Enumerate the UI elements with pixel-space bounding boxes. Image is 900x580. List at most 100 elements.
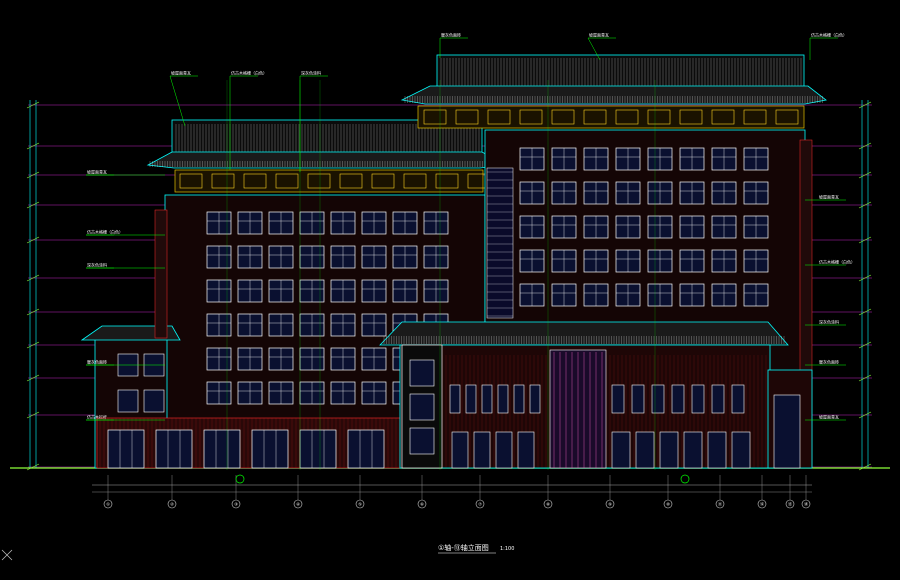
annotation-right-3: 暖灰色面砖 xyxy=(819,359,839,365)
window xyxy=(611,384,625,414)
dimension-tick xyxy=(858,308,872,316)
axis-bubble xyxy=(543,499,553,509)
window xyxy=(691,384,705,414)
shop-door xyxy=(683,431,703,469)
dimension-tick xyxy=(26,201,40,209)
bracket xyxy=(647,109,671,125)
left-elevation-dimensions xyxy=(26,100,40,471)
axis-label: ⑥ xyxy=(420,502,424,507)
dimension-tick xyxy=(26,236,40,244)
window xyxy=(449,384,461,414)
axis-bubble xyxy=(715,499,725,509)
axis-bubble xyxy=(103,499,113,509)
dimension-tick xyxy=(858,463,872,471)
annotation-dark-grey-paint: 深灰色涂料 xyxy=(301,70,321,76)
window xyxy=(631,384,645,414)
bracket xyxy=(711,109,735,125)
axis-bubble xyxy=(167,499,177,509)
drawing-scale: 1:100 xyxy=(500,546,514,552)
shop-door xyxy=(635,431,655,469)
dimension-tick xyxy=(858,236,872,244)
annotation-left-1: 仿古木格栅（白色） xyxy=(87,229,123,235)
bracket xyxy=(179,173,203,189)
axis-label: ⑬ xyxy=(788,501,792,507)
annotation-right-1: 仿古木格栅（白色） xyxy=(819,259,855,265)
bracket xyxy=(423,109,447,125)
dimension-tick xyxy=(26,463,40,471)
window xyxy=(651,384,665,414)
dimension-tick xyxy=(26,101,40,109)
dimension-tick xyxy=(858,411,872,419)
window xyxy=(731,384,745,414)
annotation-right-0: 坡屋面青瓦 xyxy=(819,194,839,200)
right-elevation-dimensions xyxy=(858,100,872,471)
shop-door xyxy=(707,431,727,469)
annotation-roof-tile: 坡屋面青瓦 xyxy=(171,70,191,76)
dimension-tick xyxy=(26,274,40,282)
dimension-tick xyxy=(26,171,40,179)
dimension-tick xyxy=(858,201,872,209)
bracket xyxy=(435,173,459,189)
glass-curtain-wall xyxy=(486,167,514,319)
dimension-tick xyxy=(26,142,40,150)
axis-bubble xyxy=(785,499,795,509)
dimension-tick xyxy=(858,171,872,179)
window xyxy=(143,389,165,413)
right-bracket-band xyxy=(417,105,805,129)
axis-label: ⑨ xyxy=(608,502,612,507)
building-facade xyxy=(10,54,890,469)
annotation-left-2: 深灰色涂料 xyxy=(87,262,107,268)
bracket xyxy=(275,173,299,189)
left-pilaster xyxy=(154,209,168,339)
annotation-timber-grille: 仿古木格栅（白色） xyxy=(231,70,267,76)
dimension-tick xyxy=(858,142,872,150)
corner-mark-icon xyxy=(1,549,13,561)
bracket xyxy=(403,173,427,189)
axis-bubble xyxy=(663,499,673,509)
dimension-tick xyxy=(26,374,40,382)
annotation-facing-brick: 暖灰色面砖 xyxy=(441,32,461,38)
axis-label: ⑤ xyxy=(358,502,362,507)
bracket xyxy=(339,173,363,189)
shop-door xyxy=(659,431,679,469)
axis-bubble xyxy=(231,499,241,509)
drawing-title-block: ①轴-⑬轴立面图 1:100 xyxy=(438,543,514,554)
section-marker-icon xyxy=(680,474,690,484)
axis-bubble xyxy=(605,499,615,509)
bracket xyxy=(743,109,767,125)
bracket xyxy=(551,109,575,125)
left-bracket-band xyxy=(174,169,484,193)
bracket xyxy=(211,173,235,189)
shop-door xyxy=(517,431,535,469)
annotation-right-4: 坡屋面青瓦 xyxy=(819,414,839,420)
window xyxy=(513,384,525,414)
leader-line xyxy=(587,37,601,61)
leader-line xyxy=(169,75,186,127)
annotation-left-3: 暖灰色面砖 xyxy=(87,359,107,365)
shop-door xyxy=(347,429,385,469)
shop-door xyxy=(473,431,491,469)
annotation-right-2: 深灰色涂料 xyxy=(819,319,839,325)
axis-label: ⑦ xyxy=(478,502,482,507)
axis-bubble xyxy=(417,499,427,509)
window xyxy=(409,427,435,455)
end-door xyxy=(773,394,801,469)
bracket xyxy=(679,109,703,125)
dimension-tick xyxy=(26,411,40,419)
bracket xyxy=(775,109,799,125)
axis-label: ③ xyxy=(234,502,238,507)
left-eave xyxy=(146,151,508,169)
dimension-tick xyxy=(858,341,872,349)
axis-label: ⑩ xyxy=(666,502,670,507)
bracket xyxy=(519,109,543,125)
axis-bubble xyxy=(757,499,767,509)
dimension-tick xyxy=(858,374,872,382)
axis-label: ④ xyxy=(296,502,300,507)
axis-bubble xyxy=(293,499,303,509)
axis-label: ⑪ xyxy=(718,501,722,507)
axis-bubble xyxy=(801,499,811,509)
window xyxy=(711,384,725,414)
bracket xyxy=(371,173,395,189)
